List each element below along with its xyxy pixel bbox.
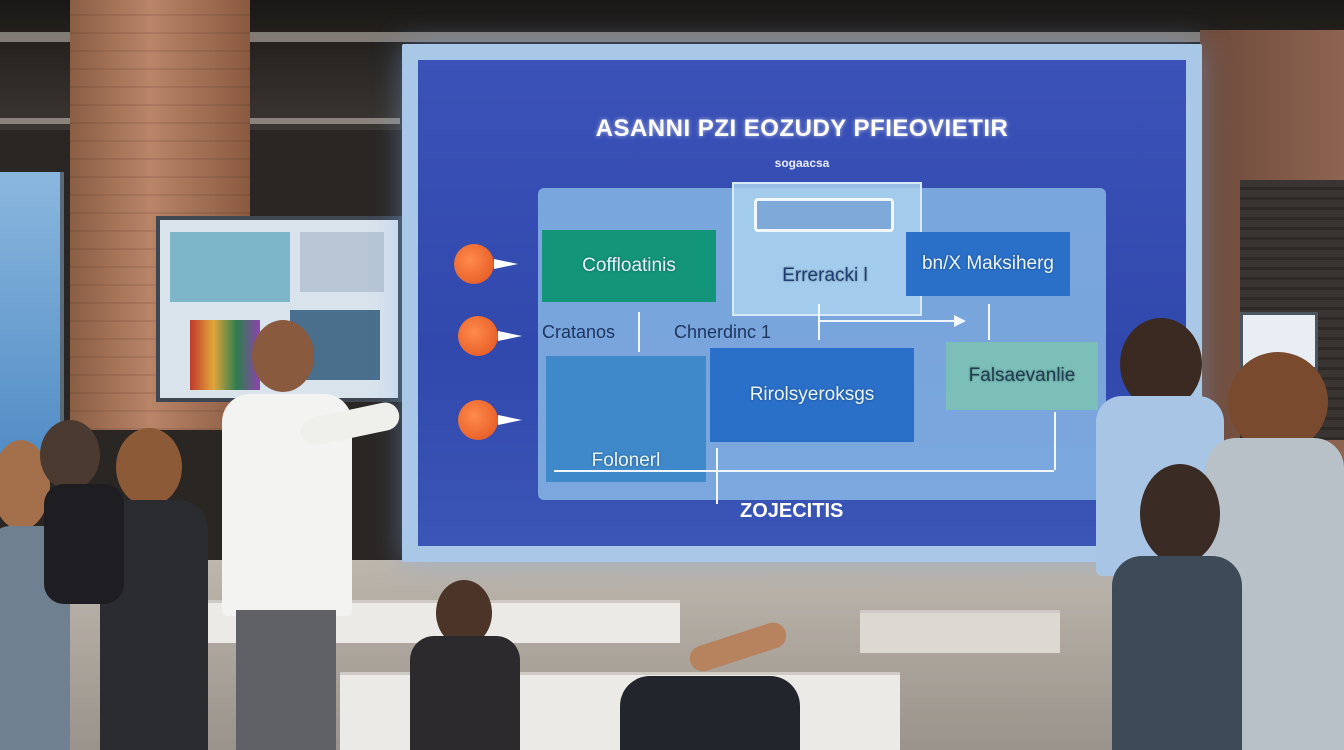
connector-line (818, 320, 960, 322)
connector-line (716, 448, 718, 504)
pin-icon (454, 244, 494, 284)
pointer-arrow-icon (498, 331, 522, 341)
monitor-content (190, 320, 260, 390)
arrow-head (954, 315, 966, 327)
slide-subtitle: sogaacsa (774, 156, 830, 170)
pin-icon (458, 316, 498, 356)
connector-line (818, 304, 820, 340)
desk (860, 610, 1060, 653)
connector-line (1054, 412, 1056, 470)
ceiling-beam (0, 32, 1344, 42)
projection-screen: ASANNI PZI EOZUDY PFIEOVIETIR sogaacsa C… (402, 44, 1202, 562)
slide-footer: ZOJECITIS (740, 500, 844, 522)
left-wall-screen (0, 172, 64, 472)
slide-title: ASANNI PZI EOZUDY PFIEOVIETIR (595, 115, 1009, 142)
slide: ASANNI PZI EOZUDY PFIEOVIETIR sogaacsa C… (418, 60, 1186, 546)
clipboard-clip (754, 198, 894, 232)
diagram-box-right-mid: Falsaevanlie (946, 342, 1098, 410)
pointer-arrow-icon (498, 415, 522, 425)
diagram-box-right-top: bn/X Maksiherg (906, 232, 1070, 296)
diagram-box-green: Coffloatinis (542, 230, 716, 302)
monitor-content (300, 232, 384, 292)
pointer-arrow-icon (494, 259, 518, 269)
diagram-label-center: Chnerdinc 1 (674, 322, 772, 342)
connector-line (638, 312, 640, 352)
pin-icon (458, 400, 498, 440)
wall-monitor (156, 216, 402, 402)
connector-line (554, 470, 1054, 472)
diagram-box-center-top: Erreracki l (782, 265, 868, 286)
monitor-content (170, 232, 290, 302)
diagram-box-left-bottom: Folonerl (546, 356, 706, 482)
connector-line (988, 304, 990, 340)
diagram-box-center-mid: Rirolsyeroksgs (710, 348, 914, 442)
diagram-label-left: Cratanos (542, 322, 616, 342)
